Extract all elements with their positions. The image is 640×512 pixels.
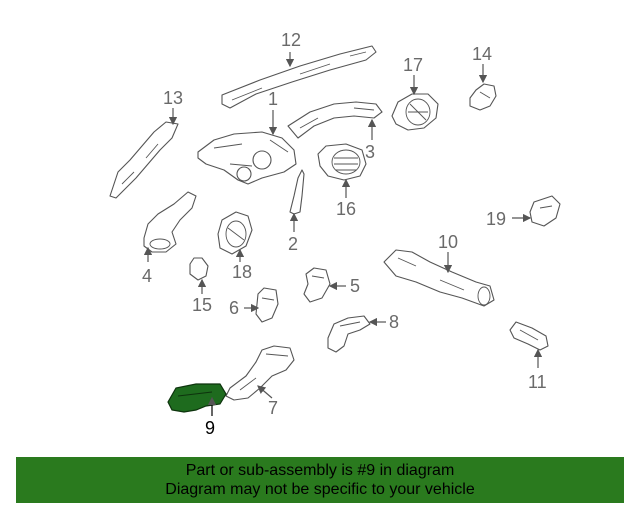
callout-13: 13 [163, 88, 183, 108]
part-2-bracket[interactable] [289, 169, 305, 215]
part-17-vent[interactable] [391, 93, 439, 131]
callout-5: 5 [350, 276, 360, 296]
callout-17: 17 [403, 55, 423, 75]
callout-18: 18 [232, 262, 252, 282]
part-4-floor-duct[interactable] [143, 191, 197, 253]
part-1-main-duct[interactable] [197, 131, 297, 185]
callout-11: 11 [528, 372, 547, 392]
part-13-side-duct[interactable] [109, 121, 179, 199]
callout-10: 10 [438, 232, 458, 252]
callout-3: 3 [365, 142, 375, 162]
callout-9: 9 [205, 418, 215, 438]
callout-16: 16 [336, 199, 356, 219]
callout-4: 4 [142, 266, 152, 286]
callout-14: 14 [472, 44, 492, 64]
parts-diagram: 12 13 1 3 17 14 16 [109, 30, 561, 438]
part-3-upper-duct[interactable] [287, 101, 383, 139]
callout-19: 19 [486, 209, 506, 229]
part-18-vent[interactable] [217, 211, 253, 255]
part-6-connector[interactable] [255, 287, 279, 323]
part-7-lower-duct[interactable] [225, 345, 295, 401]
callout-7: 7 [268, 398, 278, 418]
callout-15: 15 [192, 295, 212, 315]
part-15-clip[interactable] [189, 257, 209, 281]
notice-line-2: Diagram may not be specific to your vehi… [165, 481, 475, 498]
part-11-bracket[interactable] [509, 321, 549, 351]
part-9-highlighted-duct[interactable] [167, 383, 227, 413]
part-5-duct[interactable] [303, 267, 331, 303]
callout-8: 8 [389, 312, 399, 332]
part-19-outlet[interactable] [529, 195, 561, 227]
part-16-vent-housing[interactable] [317, 143, 367, 181]
part-14-clip[interactable] [469, 83, 497, 111]
callout-2: 2 [288, 234, 298, 254]
callout-1: 1 [268, 89, 278, 109]
callout-6: 6 [229, 298, 239, 318]
part-10-rear-duct[interactable] [383, 249, 495, 307]
callout-12: 12 [281, 30, 301, 50]
notice-banner: Part or sub-assembly is #9 in diagram Di… [16, 457, 624, 503]
part-8-duct[interactable] [327, 315, 371, 353]
notice-line-1: Part or sub-assembly is #9 in diagram [185, 462, 455, 479]
part-12-defroster-duct[interactable] [221, 45, 377, 109]
